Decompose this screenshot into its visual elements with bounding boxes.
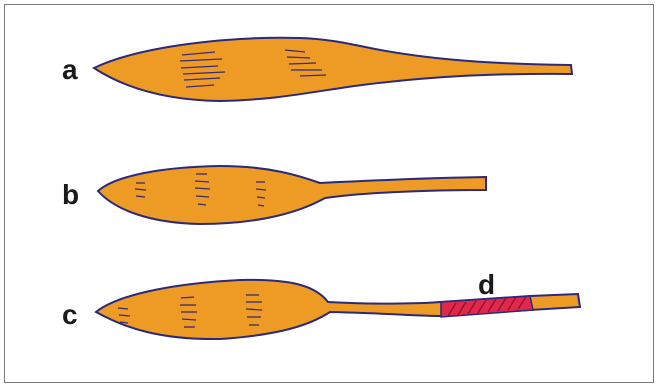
leaf-c	[96, 280, 580, 339]
leaf-a-outline	[94, 38, 572, 101]
leaf-b	[98, 166, 486, 224]
label-c: c	[62, 301, 78, 329]
leaf-b-outline	[98, 166, 486, 224]
leaf-a	[94, 38, 572, 101]
label-a: a	[62, 56, 78, 84]
label-b: b	[62, 181, 79, 209]
label-d: d	[478, 271, 495, 299]
